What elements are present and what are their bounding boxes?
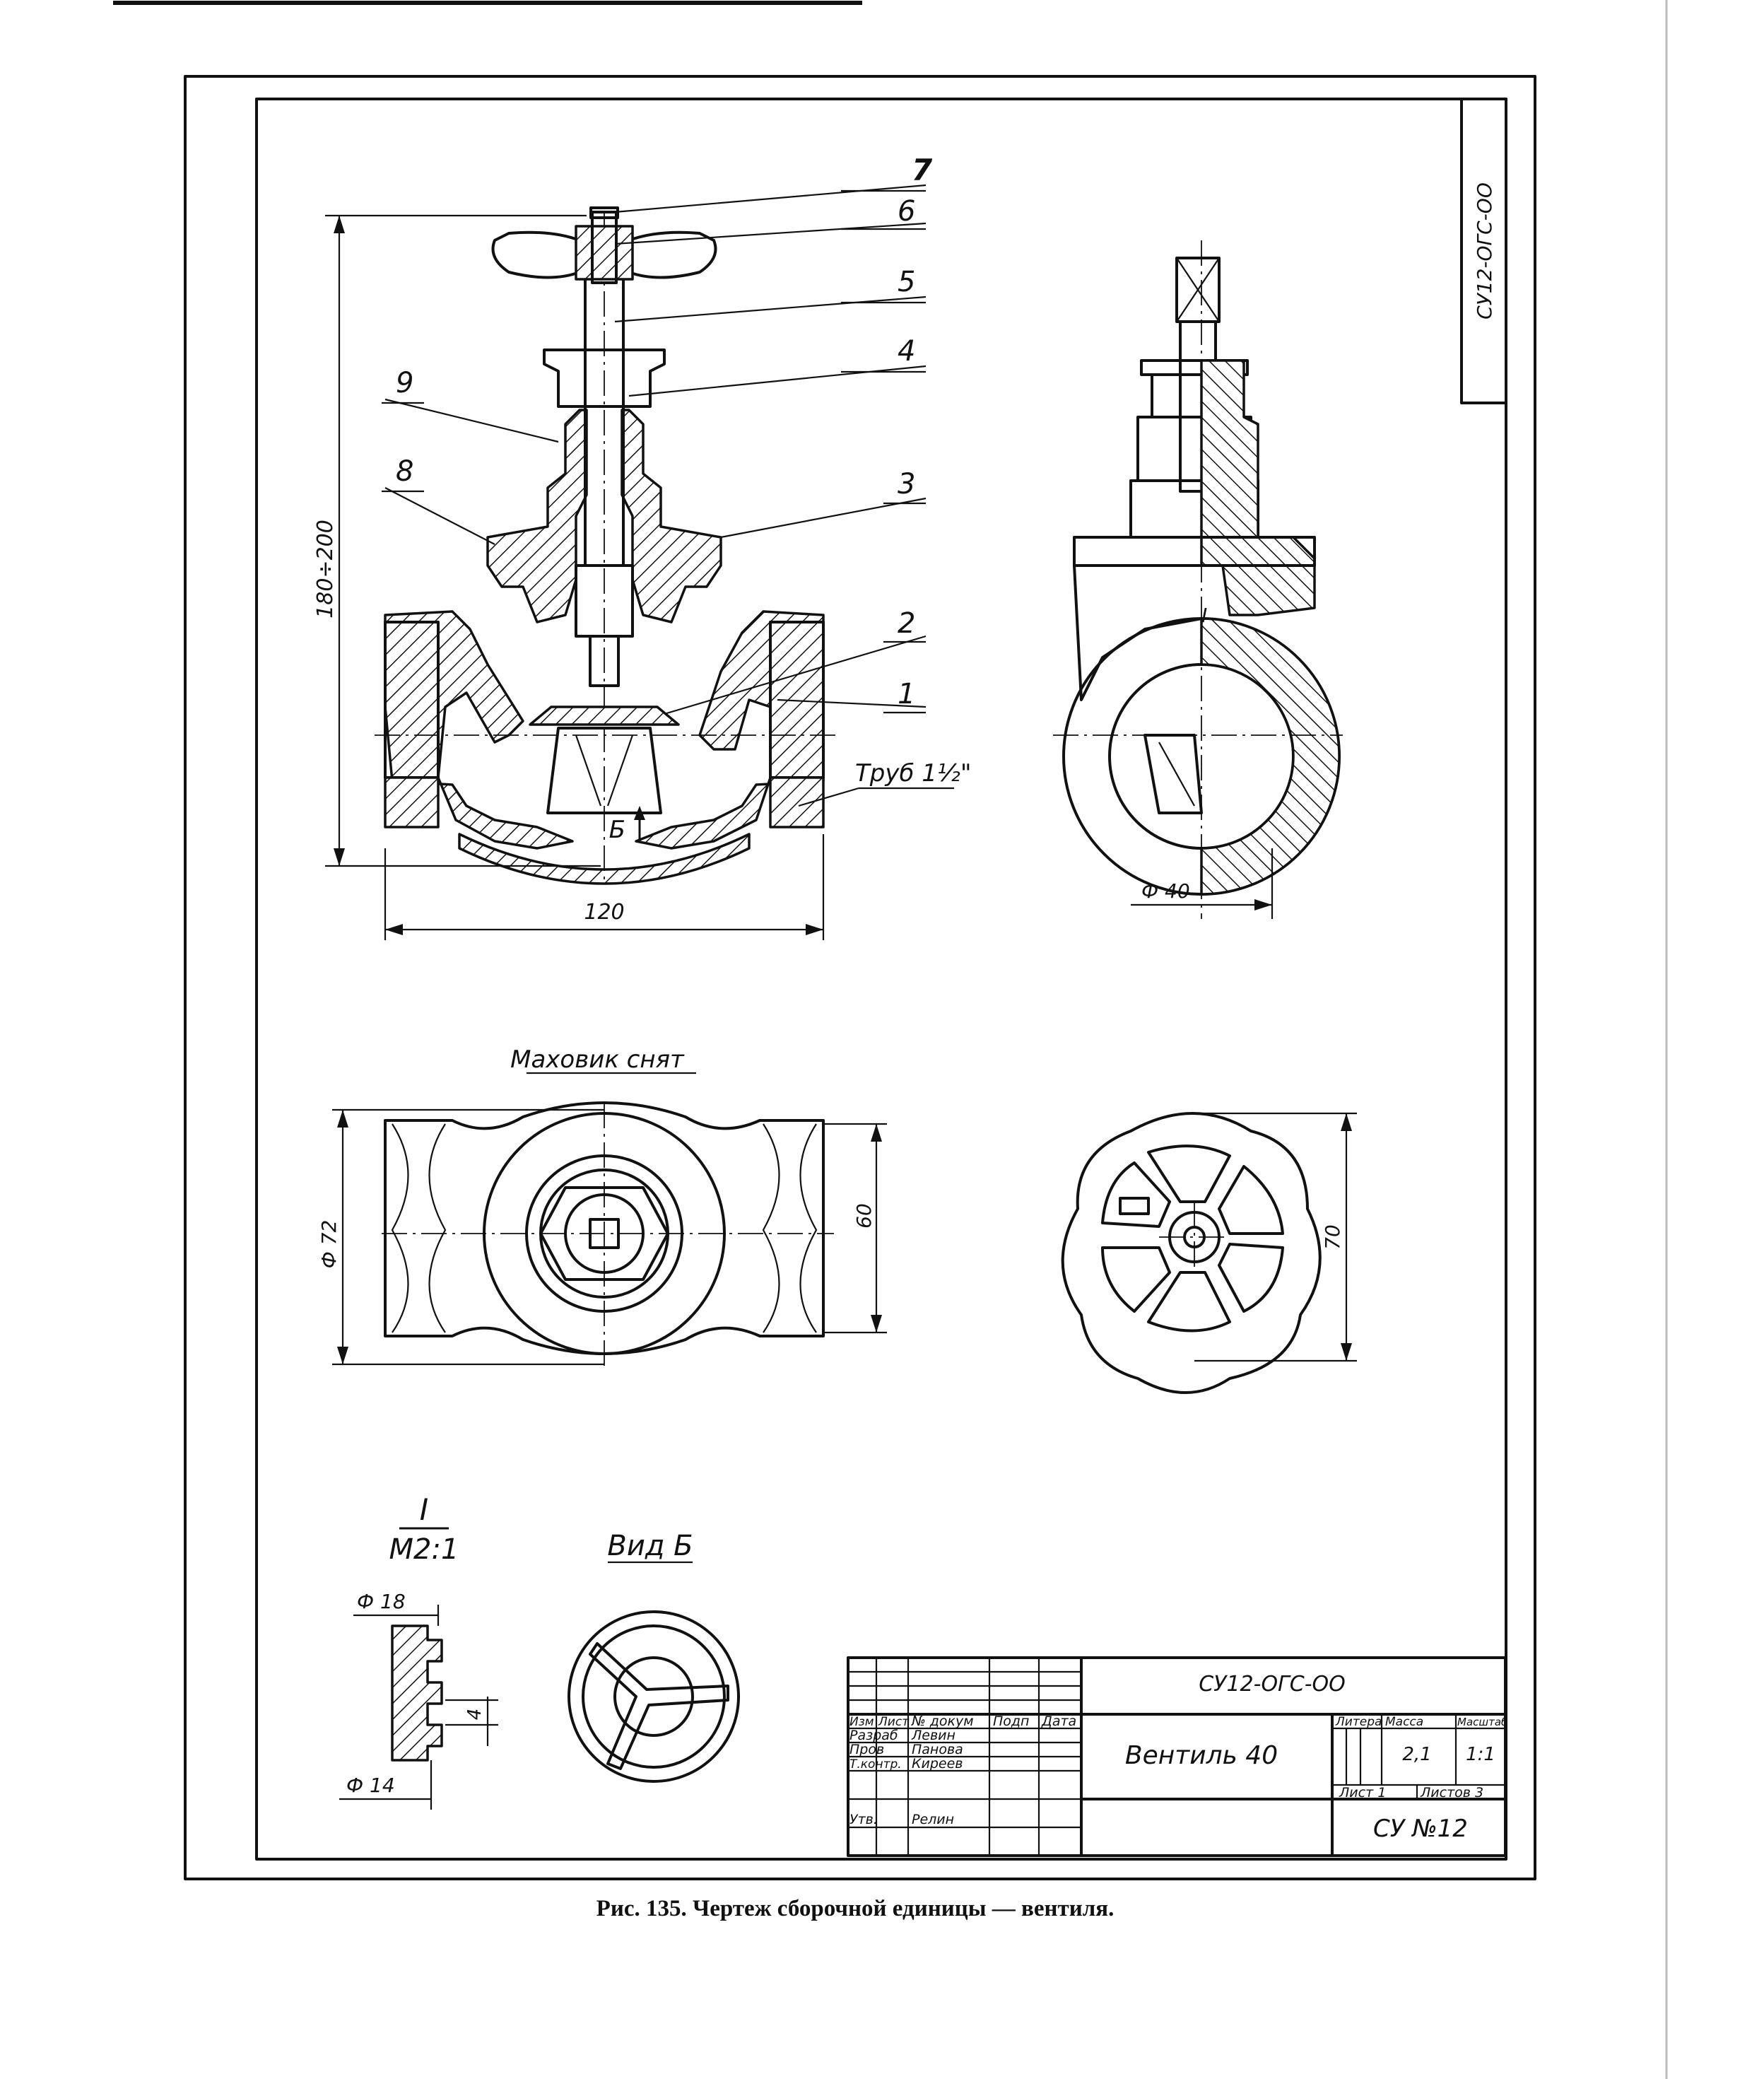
rotated-designation-box: СУ12-ОГС-ОО bbox=[1460, 98, 1507, 404]
rotated-designation: СУ12-ОГС-ОО bbox=[1473, 182, 1496, 320]
dim-width-120: 120 bbox=[584, 900, 624, 925]
view-b-arrow-label: Б bbox=[609, 816, 625, 844]
tb-role-tkontr: Т.контр. bbox=[849, 1757, 902, 1771]
balloon-1: 1 bbox=[898, 678, 915, 710]
tb-title: Вентиль 40 bbox=[1125, 1741, 1278, 1770]
view-b-label: Вид Б bbox=[607, 1530, 693, 1562]
dim-diam-14: Ф 14 bbox=[346, 1774, 395, 1797]
balloon-leaders bbox=[382, 184, 954, 807]
tb-litera-label: Литера bbox=[1335, 1715, 1382, 1729]
tb-name-tkontr: Киреев bbox=[912, 1756, 963, 1771]
tb-hdr-podp: Подп bbox=[993, 1714, 1029, 1729]
front-dimensions bbox=[325, 214, 825, 940]
side-view: I bbox=[1053, 240, 1343, 919]
dim-diam-40: Ф 40 bbox=[1141, 879, 1190, 903]
tb-scale-label: Масштаб bbox=[1457, 1716, 1507, 1728]
tb-mass-label: Масса bbox=[1385, 1715, 1423, 1729]
handwheel-view bbox=[1061, 1112, 1357, 1394]
balloon-6: 6 bbox=[898, 195, 915, 228]
tb-hdr-list: Лист bbox=[878, 1715, 910, 1729]
front-section-view: Б bbox=[375, 206, 837, 885]
balloon-3: 3 bbox=[898, 468, 915, 500]
figure-caption: Рис. 135. Чертеж сборочной единицы — вен… bbox=[596, 1896, 1115, 1921]
tb-designation: СУ12-ОГС-ОО bbox=[1199, 1672, 1346, 1697]
tb-role-razrab: Разраб bbox=[849, 1728, 898, 1743]
detail-i bbox=[339, 1605, 498, 1810]
dim-height: 180÷200 bbox=[313, 520, 338, 619]
tb-role-prov: Пров bbox=[849, 1742, 884, 1757]
dim-diam-18: Ф 18 bbox=[357, 1590, 406, 1613]
tb-name-prov: Панова bbox=[912, 1742, 963, 1757]
tb-hdr-data: Дата bbox=[1041, 1714, 1076, 1729]
balloon-7: 7 bbox=[912, 153, 933, 187]
detail-scale: М2:1 bbox=[389, 1533, 459, 1566]
dim-diam-72: Ф 72 bbox=[317, 1220, 341, 1269]
tb-hdr-ndoc: № докум bbox=[911, 1714, 974, 1729]
detail-mark: I bbox=[420, 1492, 428, 1527]
balloon-4: 4 bbox=[898, 335, 915, 368]
handwheel-removed-label: Маховик снят bbox=[510, 1046, 685, 1074]
inner-frame bbox=[255, 98, 1507, 1861]
dim-4: 4 bbox=[464, 1709, 486, 1721]
view-b bbox=[568, 1610, 740, 1783]
tb-sheet-label: Лист 1 bbox=[1339, 1785, 1386, 1800]
tb-sheets-label: Листов 3 bbox=[1420, 1785, 1483, 1800]
balloon-5: 5 bbox=[898, 266, 915, 298]
dim-70: 70 bbox=[1321, 1224, 1344, 1250]
top-view bbox=[332, 1101, 887, 1371]
tb-mass-value: 2,1 bbox=[1402, 1744, 1431, 1765]
dim-60: 60 bbox=[852, 1203, 876, 1229]
pipe-label: Труб 1½" bbox=[855, 759, 971, 787]
tb-name-razrab: Левин bbox=[911, 1728, 956, 1743]
balloon-9: 9 bbox=[396, 367, 413, 399]
title-block bbox=[847, 1656, 1507, 1857]
tb-name-utv: Релин bbox=[912, 1812, 954, 1827]
tb-role-utv: Утв. bbox=[849, 1812, 878, 1827]
tb-hdr-izm: Изм bbox=[849, 1715, 874, 1729]
outer-border bbox=[184, 75, 1536, 1880]
tb-scale-value: 1:1 bbox=[1466, 1744, 1495, 1765]
balloon-8: 8 bbox=[396, 455, 413, 488]
balloon-2: 2 bbox=[898, 607, 915, 640]
section-mark: I bbox=[1201, 604, 1207, 627]
tb-code: СУ №12 bbox=[1373, 1815, 1468, 1843]
